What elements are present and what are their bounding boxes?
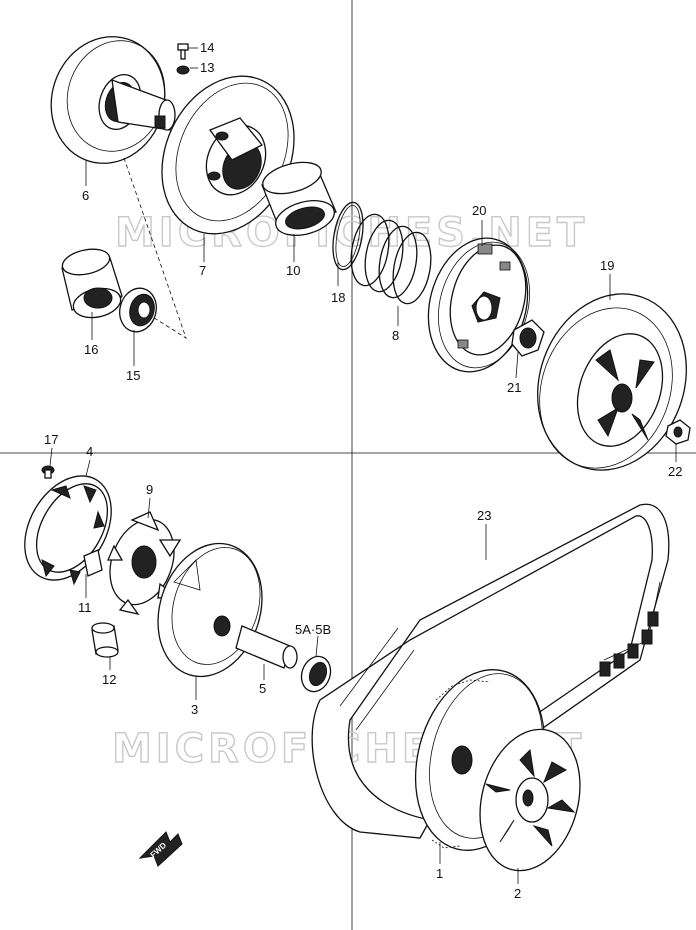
- part-12-roller: [91, 622, 119, 658]
- callout-16: 16: [84, 342, 98, 357]
- part-11-slide-piece: [83, 549, 103, 577]
- callout-1: 1: [436, 866, 443, 881]
- callout-21: 21: [507, 380, 521, 395]
- part-18-clip: [332, 201, 364, 271]
- part-3-movable-drive-face: [157, 542, 263, 678]
- part-13-washer: [176, 65, 190, 75]
- part-22-nut: [665, 419, 691, 445]
- callout-17: 17: [44, 432, 58, 447]
- part-20-clutch-carrier: [427, 237, 531, 373]
- part-8-spring: [350, 213, 432, 305]
- part-16-needle-bearing: [61, 248, 123, 319]
- callout-2: 2: [514, 886, 521, 901]
- callout-8: 8: [392, 328, 399, 343]
- callout-3: 3: [191, 702, 198, 717]
- callout-22: 22: [668, 464, 682, 479]
- part-6-drive-face: [50, 36, 176, 164]
- callout-10: 10: [286, 263, 300, 278]
- part-2-driven-face-fan: [479, 728, 581, 872]
- callout-19: 19: [600, 258, 614, 273]
- callout-20: 20: [472, 203, 486, 218]
- part-17-screw: [41, 465, 55, 479]
- callout-5: 5: [259, 681, 266, 696]
- callout-6: 6: [82, 188, 89, 203]
- callout-12: 12: [102, 672, 116, 687]
- part-19-clutch-housing: [537, 293, 687, 471]
- callout-23: 23: [477, 508, 491, 523]
- callout-4: 4: [86, 444, 93, 459]
- fwd-arrow-icon: FWD: [138, 831, 183, 867]
- callout-15: 15: [126, 368, 140, 383]
- callout-18: 18: [331, 290, 345, 305]
- callout-13: 13: [200, 60, 214, 75]
- callout-labels: 14 13 6 7 10 18 20 8 19 21 16 15 17 4 9 …: [44, 40, 682, 901]
- part-5A-5B-washer: [300, 655, 332, 693]
- leader-lines: [49, 47, 677, 884]
- part-21-nut: [511, 319, 545, 357]
- callout-14: 14: [200, 40, 214, 55]
- part-14-bolt: [177, 43, 189, 60]
- part-23-v-belt: [311, 503, 670, 839]
- callout-9: 9: [146, 482, 153, 497]
- callout-11: 11: [78, 600, 92, 615]
- part-7-face-plate: [161, 75, 295, 235]
- callout-7: 7: [199, 263, 206, 278]
- part-15-ball-bearing: [119, 287, 157, 333]
- part-10-collar: [261, 161, 337, 236]
- part-5-bushing: [235, 625, 298, 669]
- callout-5A-5B: 5A·5B: [295, 622, 331, 637]
